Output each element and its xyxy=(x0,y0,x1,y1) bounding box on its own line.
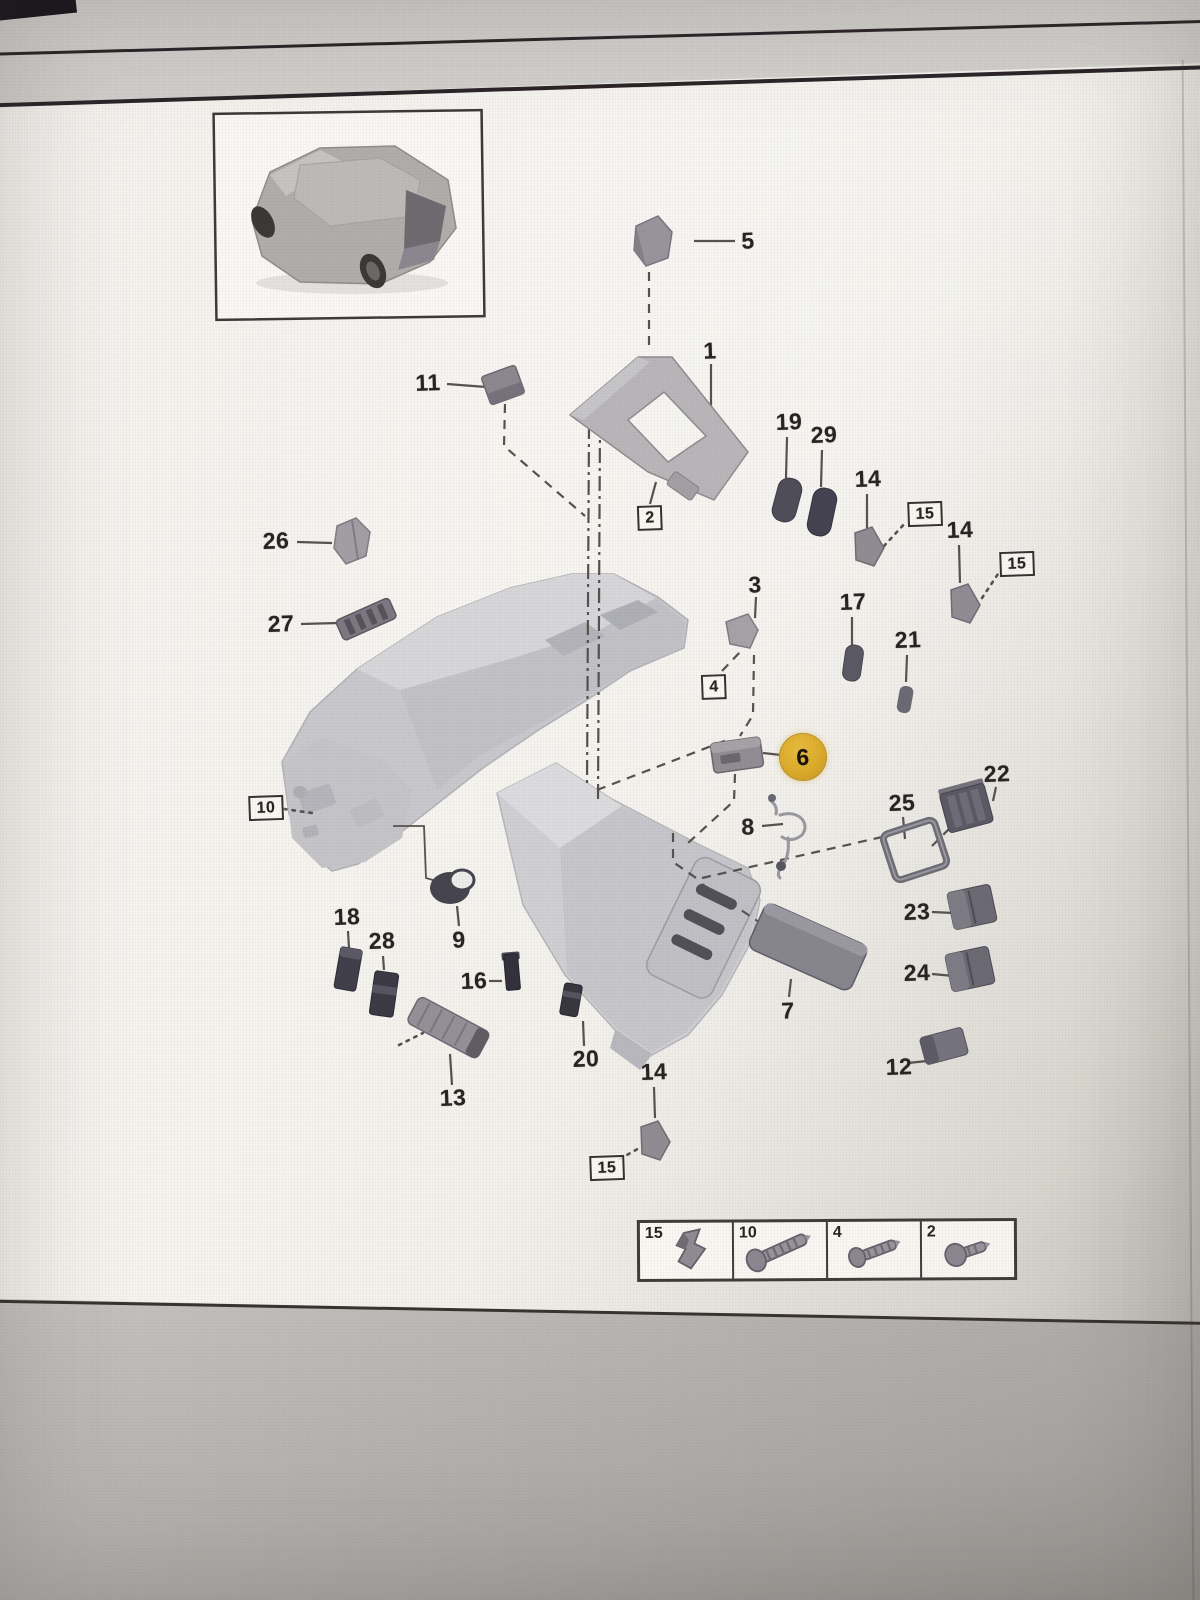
boxed-callout-4[interactable]: 4 xyxy=(700,674,728,700)
part-12-shape[interactable] xyxy=(919,1027,969,1065)
part-18-shape[interactable] xyxy=(333,946,363,992)
boxed-callout-15[interactable]: 15 xyxy=(999,550,1035,578)
part-23-shape[interactable] xyxy=(946,884,998,930)
callout-14[interactable]: 14 xyxy=(946,516,974,543)
part-26-shape[interactable] xyxy=(333,517,371,565)
legend-cell-4[interactable]: 4 xyxy=(827,1221,923,1278)
part-16-shape[interactable] xyxy=(501,951,522,991)
callout-24[interactable]: 24 xyxy=(903,959,931,986)
part-29-shape[interactable] xyxy=(805,486,838,538)
part-13-shape[interactable] xyxy=(406,996,491,1060)
part-7-shape[interactable] xyxy=(747,901,870,992)
part-24-shape[interactable] xyxy=(944,946,996,992)
part-14-clip-c[interactable] xyxy=(640,1120,671,1161)
callout-27[interactable]: 27 xyxy=(267,610,295,637)
part-28-shape[interactable] xyxy=(368,970,400,1018)
callout-14[interactable]: 14 xyxy=(640,1058,668,1085)
callout-22[interactable]: 22 xyxy=(983,760,1011,787)
screw-medium-icon xyxy=(848,1239,901,1268)
part-3-shape[interactable] xyxy=(725,613,759,649)
boxed-callout-10[interactable]: 10 xyxy=(248,794,284,822)
console-rear-vent-panel xyxy=(645,856,762,999)
part-5-shape[interactable] xyxy=(633,215,673,267)
part-19-shape[interactable] xyxy=(770,476,805,525)
screw-long-icon xyxy=(745,1233,811,1273)
callout-14[interactable]: 14 xyxy=(854,465,882,492)
callout-19[interactable]: 19 xyxy=(775,408,803,435)
instrument-panel-rendering[interactable] xyxy=(281,573,689,872)
leader-lines xyxy=(282,239,1000,1161)
callout-5[interactable]: 5 xyxy=(740,227,756,254)
callout-11[interactable]: 11 xyxy=(414,369,442,396)
vehicle-suv-icon xyxy=(251,145,457,294)
screw-short-icon xyxy=(944,1241,991,1268)
vehicle-thumbnail[interactable] xyxy=(212,108,486,322)
part-17-shape[interactable] xyxy=(842,644,865,682)
part-8-shape[interactable] xyxy=(768,794,807,880)
callout-7[interactable]: 7 xyxy=(780,997,796,1024)
callout-25[interactable]: 25 xyxy=(888,789,916,816)
highlighted-callout-6[interactable]: 6 xyxy=(778,732,828,782)
part-22-shape[interactable] xyxy=(938,778,994,833)
part-14-clip-b[interactable] xyxy=(950,583,981,624)
legend-cell-15[interactable]: 15 xyxy=(639,1222,735,1279)
callout-12[interactable]: 12 xyxy=(885,1053,913,1080)
callout-16[interactable]: 16 xyxy=(460,967,488,994)
callout-3[interactable]: 3 xyxy=(747,571,763,598)
part-27-shape[interactable] xyxy=(335,597,397,641)
part-14-clip-a[interactable] xyxy=(854,526,885,567)
part-20-shape[interactable] xyxy=(559,982,583,1018)
legend-cell-2[interactable]: 2 xyxy=(922,1221,1014,1277)
callout-20[interactable]: 20 xyxy=(572,1045,600,1072)
part-6-shape[interactable] xyxy=(709,736,765,774)
callout-8[interactable]: 8 xyxy=(740,813,756,840)
part-9-shape[interactable] xyxy=(430,868,476,904)
callout-9[interactable]: 9 xyxy=(451,926,467,953)
part-1-shape[interactable] xyxy=(568,356,749,501)
part-11-shape[interactable] xyxy=(481,364,525,406)
center-console-rendering[interactable] xyxy=(496,762,764,1070)
part-25-shape[interactable] xyxy=(879,816,951,884)
callout-17[interactable]: 17 xyxy=(839,588,867,615)
boxed-callout-2[interactable]: 2 xyxy=(636,505,664,531)
callout-21[interactable]: 21 xyxy=(894,626,922,653)
boxed-callout-15[interactable]: 15 xyxy=(589,1154,625,1182)
legend-cell-10[interactable]: 10 xyxy=(733,1221,829,1279)
part-21-shape[interactable] xyxy=(896,685,914,714)
callout-1[interactable]: 1 xyxy=(702,337,718,364)
callout-23[interactable]: 23 xyxy=(903,898,931,925)
clip-icon xyxy=(675,1228,707,1270)
callout-29[interactable]: 29 xyxy=(810,421,838,448)
callout-13[interactable]: 13 xyxy=(439,1084,467,1111)
callout-26[interactable]: 26 xyxy=(262,527,290,554)
boxed-callout-15[interactable]: 15 xyxy=(907,500,943,528)
callout-28[interactable]: 28 xyxy=(368,927,396,954)
callout-18[interactable]: 18 xyxy=(333,903,361,930)
